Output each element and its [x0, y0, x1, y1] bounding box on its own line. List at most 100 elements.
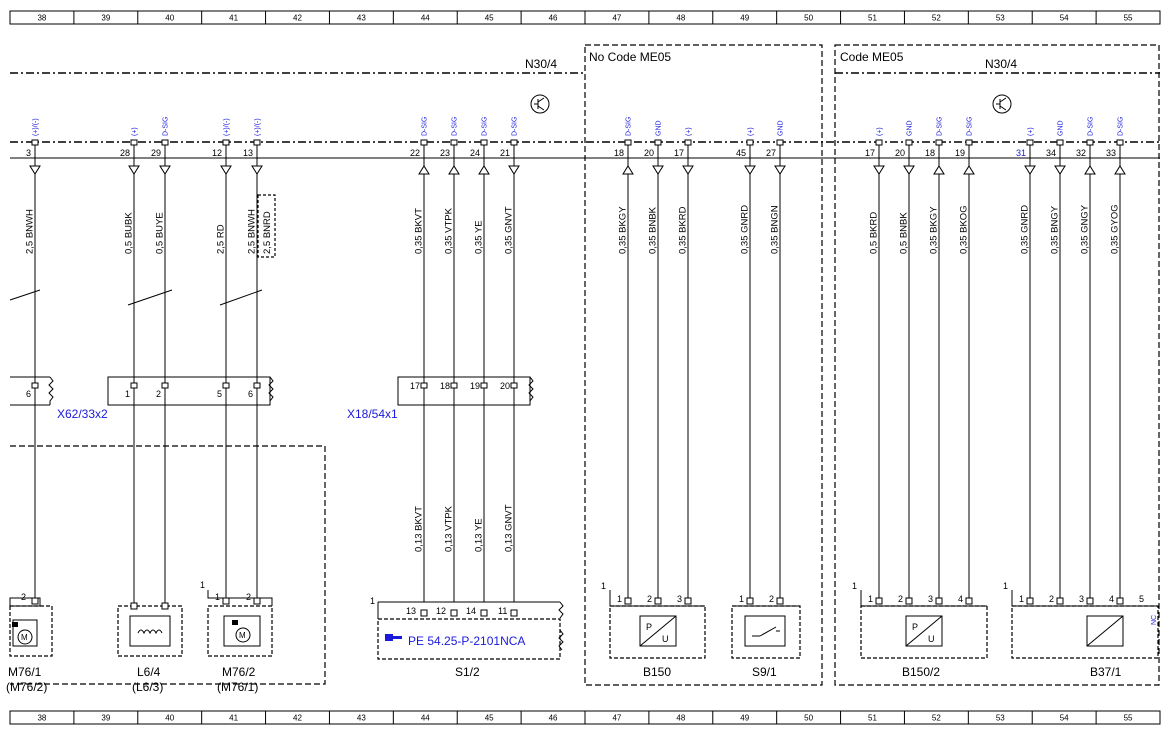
ecu-pin-socket [1026, 139, 1034, 146]
component-label: M76/2 [222, 665, 256, 679]
component-label: B37/1 [1090, 665, 1122, 679]
ruler-number: 53 [996, 714, 1005, 723]
component-pin-socket [161, 602, 169, 610]
component-pin-socket [1056, 597, 1064, 605]
ruler-number: 46 [549, 714, 558, 723]
ruler-number: 47 [612, 714, 621, 723]
ecu-pin-number: 13 [243, 148, 253, 158]
ruler-number: 41 [229, 714, 238, 723]
comp-pin: 12 [436, 606, 446, 616]
ecu-pin-signal: D-SIG [512, 117, 519, 136]
ecu-pin-socket [654, 139, 662, 146]
connector-pin-number: 18 [440, 381, 450, 391]
ecu-pin-signal: D-SIG [1088, 117, 1095, 136]
comp-pin: 5 [1139, 594, 1144, 604]
wire-label: 0,5 BKRD [869, 212, 880, 254]
ecu-label-right: N30/4 [985, 57, 1017, 71]
connector-x62-33x2 [10, 376, 274, 406]
comp-pin: 11 [498, 606, 507, 616]
reference-link[interactable]: PE 54.25-P-2101NCA [408, 634, 525, 648]
ecu-pin-signal: (+) [686, 127, 693, 136]
ecu-pin-socket [420, 139, 428, 146]
component-sublabel: (M76/1) [217, 680, 258, 694]
ecu-pin-socket [161, 139, 169, 146]
ecu-pin-socket [31, 139, 39, 146]
comp-pin-mark: 1 [852, 581, 857, 591]
component-pin-socket [684, 597, 692, 605]
wire-alt-label: 2,5 BNRD [262, 211, 273, 254]
component-pin-socket [935, 597, 943, 605]
ruler-number: 42 [293, 14, 302, 23]
ecu-pin-number: 17 [674, 148, 684, 158]
ruler-number: 52 [932, 714, 941, 723]
ecu-pin-signal: (+) [877, 127, 884, 136]
transistor-icon [530, 94, 550, 114]
component-l6-4 [117, 605, 183, 657]
wire-label: 0,35 BKRD [678, 206, 689, 254]
ecu-pin-number: 33 [1106, 148, 1116, 158]
pin-direction-arrow-down [128, 165, 140, 175]
alt-wire-box [257, 194, 276, 258]
ecu-pin-socket [1056, 139, 1064, 146]
ecu-pin-signal: (+)/(-) [224, 118, 231, 136]
wire-label: 0,35 GNGY [1080, 204, 1091, 254]
component-m76-1: M [9, 597, 53, 657]
component-pin-socket [420, 609, 428, 617]
ruler-number: 44 [421, 14, 430, 23]
component-pin-socket [510, 609, 518, 617]
ruler-number: 55 [1124, 714, 1133, 723]
component-pin-socket [1026, 597, 1034, 605]
ruler-number: 49 [740, 714, 749, 723]
ecu-n30-4-outline [10, 72, 1160, 143]
comp-pin: 4 [1109, 594, 1114, 604]
ecu-pin-socket [253, 139, 261, 146]
twisted-pair-marks [9, 289, 263, 306]
wire-label: 0,35 BKGY [929, 206, 940, 254]
component-pin-socket [965, 597, 973, 605]
comp-pin: 2 [21, 592, 26, 602]
wire-label: 0,35 YE [474, 220, 485, 254]
ecu-pin-number: 29 [151, 148, 161, 158]
pin-direction-arrow-up [1114, 165, 1126, 175]
wire-label: 0,5 BNBK [899, 212, 910, 254]
comp-pin: 3 [928, 594, 933, 604]
ruler-number: 40 [165, 714, 174, 723]
ecu-pin-socket [965, 139, 973, 146]
sensor-p: P [912, 622, 918, 632]
pin-direction-arrow-up [1084, 165, 1096, 175]
component-pin-socket [746, 597, 754, 605]
comp-pin: 1 [215, 592, 220, 602]
frame-no-code-me05 [584, 44, 823, 686]
connector-pin-number: 2 [156, 389, 161, 399]
wire-label: 0,35 BNGY [1050, 205, 1061, 254]
connector-pin-socket [420, 382, 428, 389]
wire-label: 0,35 BNBK [648, 206, 659, 254]
ruler-number: 41 [229, 14, 238, 23]
connector-x18-label: X18/54x1 [347, 407, 398, 421]
ecu-pin-number: 12 [212, 148, 222, 158]
ruler-number: 50 [804, 714, 813, 723]
comp-pin: 1 [617, 594, 622, 604]
component-sublabel: (L6/3) [132, 680, 163, 694]
pin-direction-arrow-down [1024, 165, 1036, 175]
comp-pin: 2 [647, 594, 652, 604]
pointing-hand-icon[interactable] [385, 634, 402, 641]
wire-label: 2,5 BNWH [25, 209, 36, 254]
ecu-pin-socket [450, 139, 458, 146]
ecu-pin-signal: GND [1058, 120, 1065, 136]
ruler-number: 45 [485, 714, 494, 723]
connector-pin-socket [31, 382, 39, 389]
ecu-pin-socket [935, 139, 943, 146]
component-pin-socket [130, 602, 138, 610]
comp-pin: 2 [1049, 594, 1054, 604]
ruler-number: 54 [1060, 14, 1069, 23]
sensor-p: P [646, 622, 652, 632]
pin-direction-arrow-down [1054, 165, 1066, 175]
ecu-pin-socket [1086, 139, 1094, 146]
pin-direction-arrow-down [774, 165, 786, 175]
comp-pin: 14 [466, 606, 476, 616]
comp-pin: 1 [739, 594, 744, 604]
